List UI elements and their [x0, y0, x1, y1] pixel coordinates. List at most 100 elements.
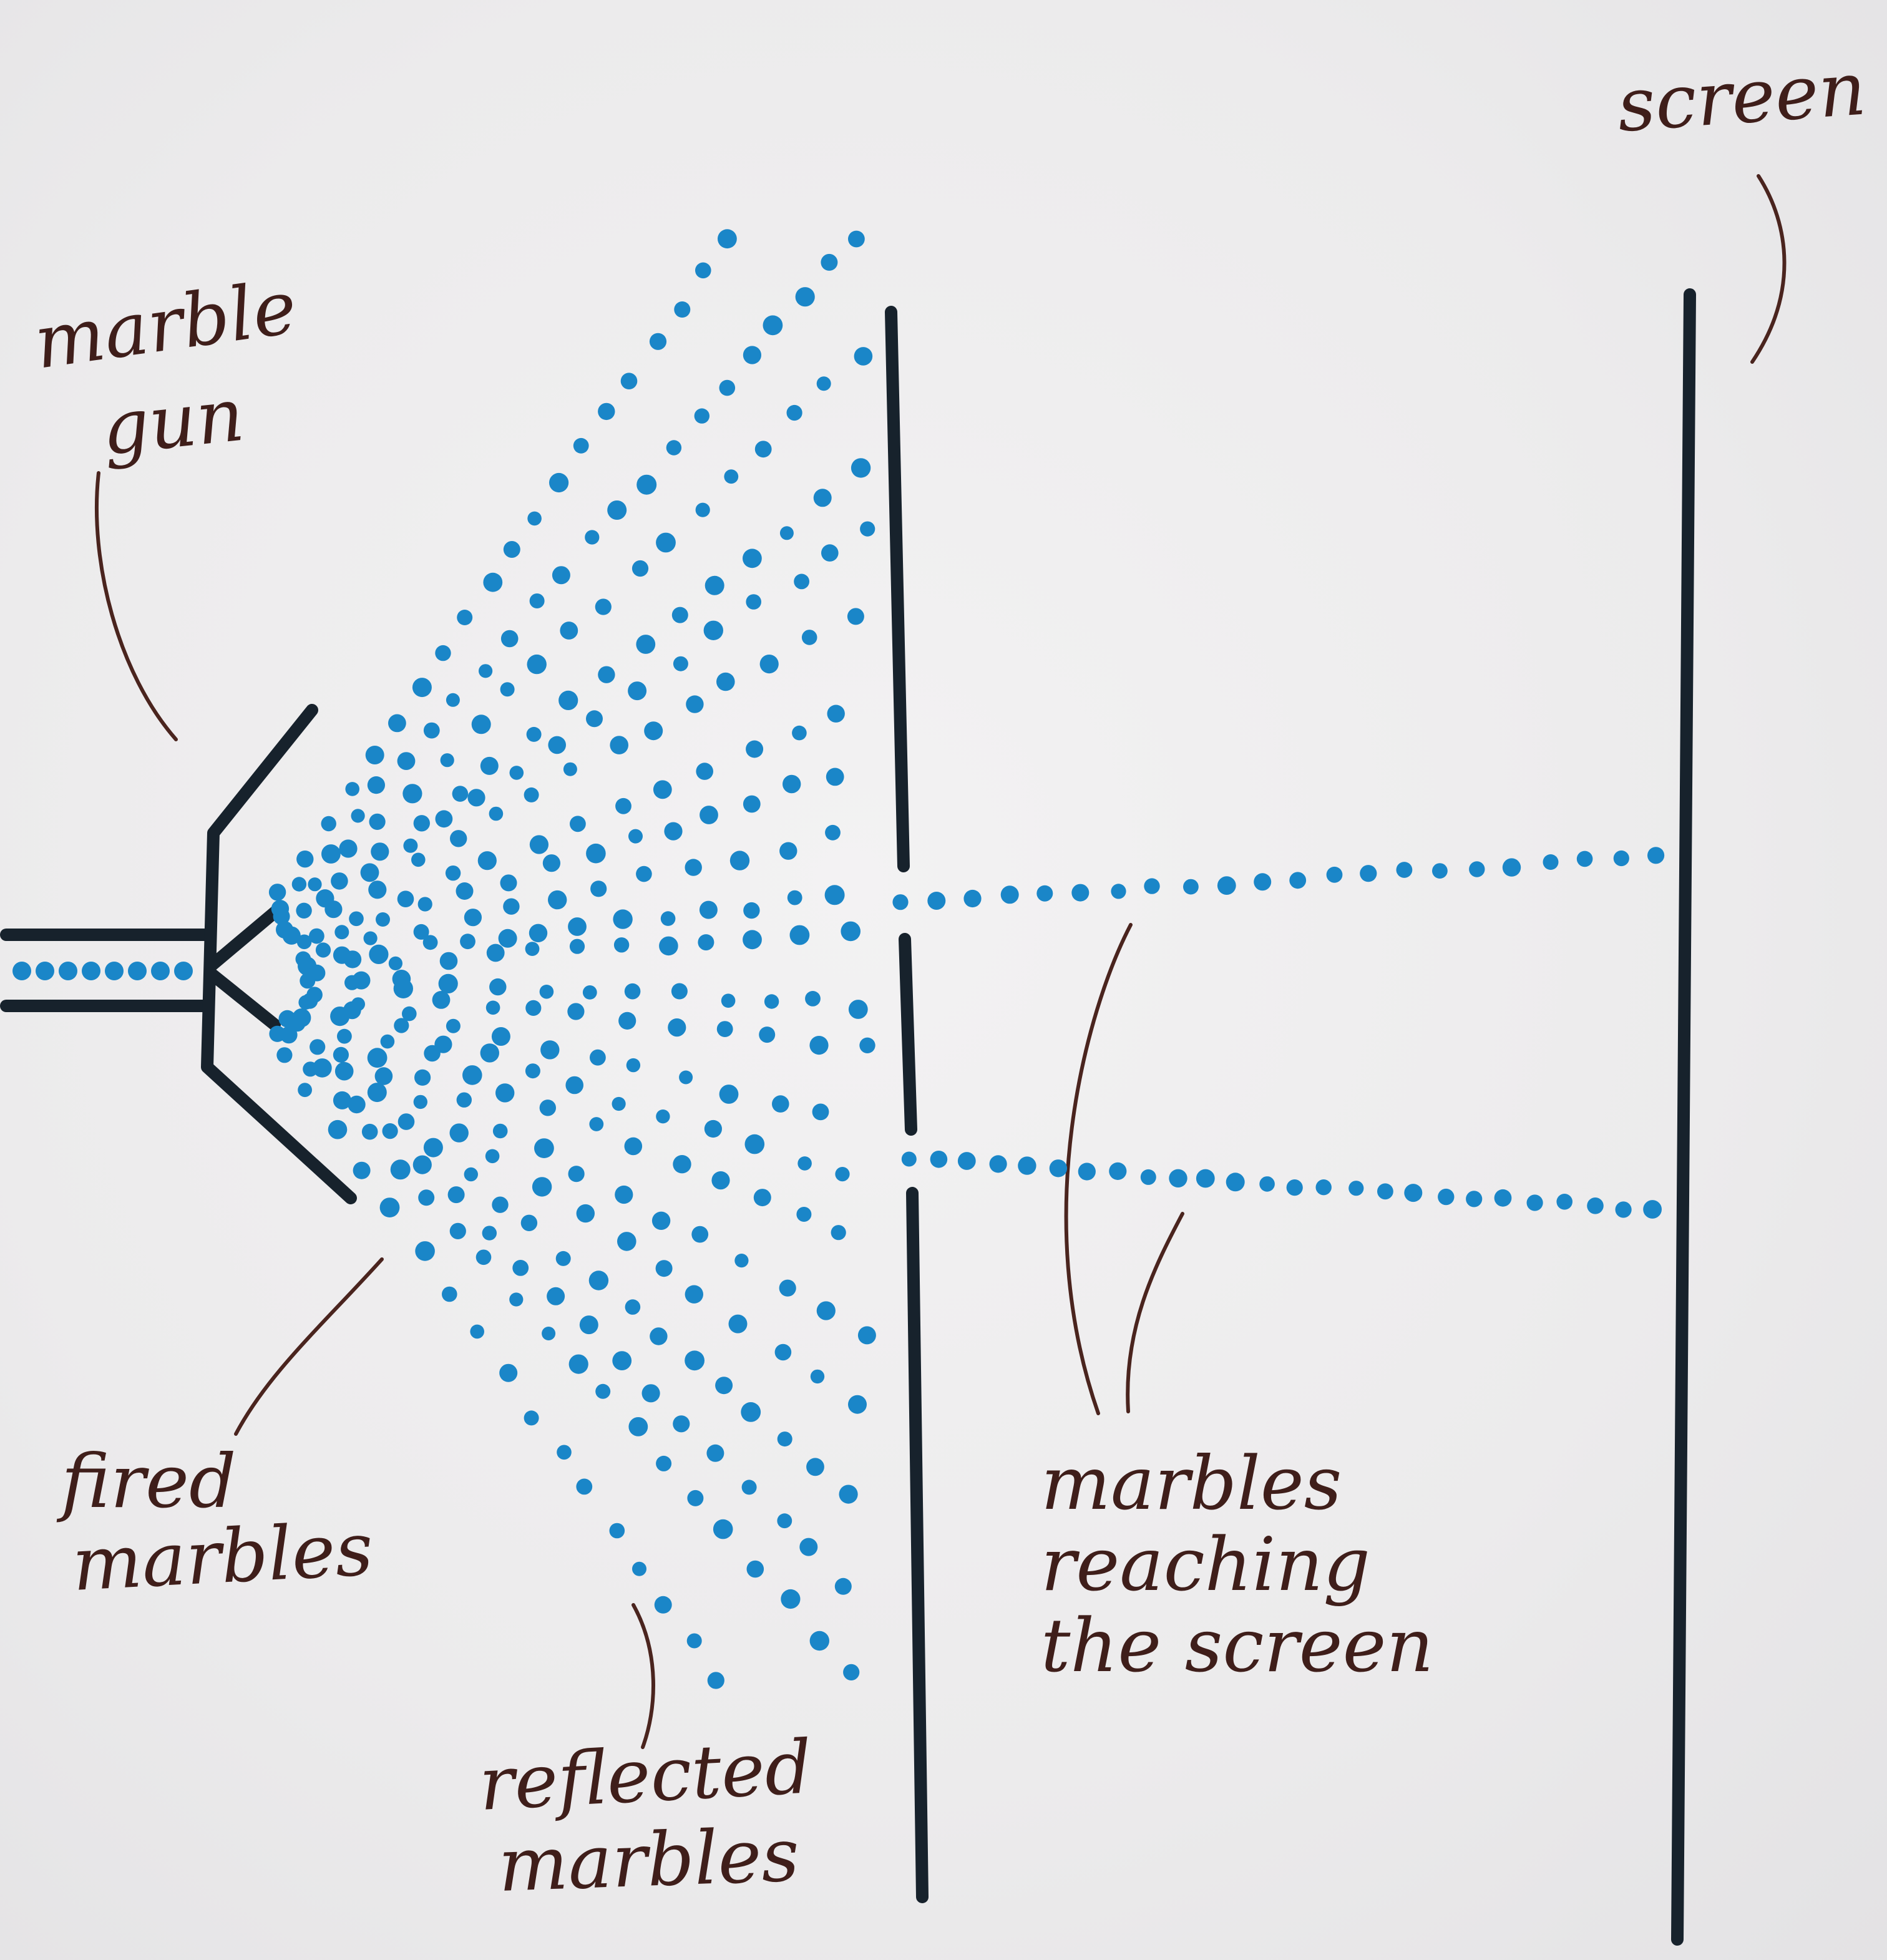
fired-marble — [576, 1478, 593, 1495]
barrel-marble — [105, 962, 124, 980]
fired-marble — [369, 813, 386, 830]
fired-marble — [492, 1196, 509, 1213]
fired-marble — [296, 851, 314, 868]
fired-marble — [414, 1069, 431, 1086]
fired-marbles-leader — [234, 1257, 384, 1436]
marble-reaching-screen — [901, 1151, 917, 1167]
fired-marble — [308, 877, 322, 892]
fired-marble — [423, 1138, 443, 1158]
fired-marble — [422, 935, 438, 950]
fired-marble — [489, 806, 504, 821]
fired-marble — [743, 902, 760, 919]
marble-reaching-screen — [1286, 1179, 1303, 1196]
fired-marble — [527, 511, 542, 526]
fired-marble — [687, 1490, 704, 1506]
fired-marble — [655, 1260, 673, 1277]
labels: screen marble gun fired marbles reflecte… — [29, 45, 1869, 1908]
fired-marble — [610, 736, 628, 754]
fired-marble — [525, 1063, 540, 1079]
fired-marble — [656, 1109, 670, 1124]
fired-marble — [321, 816, 336, 832]
fired-marble — [403, 838, 418, 853]
marble-reaching-screen — [1326, 866, 1343, 883]
marble-reaching-screen — [1396, 862, 1413, 878]
fired-marble — [344, 975, 360, 990]
fired-marble — [741, 1402, 761, 1422]
fired-marble — [590, 880, 607, 897]
fired-marble — [847, 608, 864, 625]
fired-marble — [498, 929, 517, 948]
fired-marble — [397, 890, 414, 907]
fired-marble — [796, 1207, 812, 1222]
fired-marble — [525, 1000, 542, 1016]
fired-marble — [296, 902, 312, 919]
marble-reaching-screen — [1217, 876, 1236, 895]
fired-marble — [617, 1232, 636, 1251]
fired-marble — [700, 806, 718, 824]
marble-reaching-screen — [927, 892, 946, 910]
fired-marble — [779, 526, 794, 540]
fired-marble — [705, 575, 724, 595]
fired-marble — [812, 1103, 829, 1121]
fired-marble — [598, 402, 615, 421]
fired-marbles — [268, 229, 876, 1689]
marble-reaching-screen — [1315, 1179, 1332, 1196]
fired-marble — [489, 978, 507, 996]
fired-marble — [353, 1161, 371, 1179]
fired-marble — [435, 810, 453, 828]
fired-marble — [532, 1177, 552, 1197]
fired-marble — [704, 1119, 722, 1138]
fired-marble — [686, 1633, 702, 1649]
fired-marble — [500, 630, 519, 648]
fired-marble — [456, 882, 474, 900]
fired-marble — [671, 983, 688, 1000]
fired-marbles-label-line2: marbles — [70, 1506, 375, 1607]
fired-marble — [569, 939, 585, 954]
marble-gun-label-line1: marble — [29, 263, 302, 385]
fired-marble — [390, 1159, 411, 1180]
fired-marble — [333, 1046, 349, 1063]
fired-marble — [777, 1513, 792, 1529]
fired-marble — [298, 1083, 312, 1098]
fired-marble — [529, 593, 545, 608]
fired-marble — [821, 544, 839, 562]
fired-marble — [859, 1037, 875, 1054]
fired-marbles-label-line1: fired — [56, 1438, 236, 1524]
fired-marble — [644, 721, 663, 741]
screen-leader — [1750, 174, 1787, 364]
fired-marble — [764, 994, 779, 1009]
gun-nozzle — [201, 704, 357, 1204]
fired-marble — [612, 1096, 626, 1111]
fired-marble — [641, 1384, 660, 1403]
fired-marble — [360, 863, 379, 882]
reaching-label-line3: the screen — [1041, 1602, 1433, 1689]
fired-marble — [475, 1249, 492, 1265]
fired-marble — [743, 795, 761, 813]
fired-marble — [495, 1083, 515, 1103]
fired-marble — [573, 437, 589, 454]
fired-marble — [464, 1167, 478, 1182]
fired-marble — [558, 690, 578, 710]
fired-marble — [424, 1045, 441, 1062]
fired-marble — [331, 872, 348, 890]
fired-marble — [480, 1043, 499, 1063]
fired-marble — [549, 472, 569, 493]
marble-reaching-screen — [1613, 850, 1629, 867]
fired-marble — [744, 1134, 765, 1154]
fired-marble — [397, 752, 416, 770]
fired-marble — [792, 725, 807, 741]
marble-reaching-screen — [1254, 873, 1272, 891]
fired-marble — [795, 287, 815, 307]
fired-marble — [628, 1417, 648, 1436]
fired-marble — [664, 822, 683, 841]
reaching-label-line2: reaching — [1041, 1521, 1370, 1607]
barrel-marble — [59, 962, 77, 980]
fired-marble — [309, 928, 324, 944]
fired-marble — [654, 1596, 672, 1614]
marble-reaching-screen — [1494, 1189, 1512, 1207]
fired-marble — [439, 952, 458, 970]
fired-marble — [636, 865, 652, 882]
fired-marble — [499, 1363, 518, 1382]
fired-marble — [686, 695, 704, 713]
fired-marble — [809, 1631, 830, 1651]
